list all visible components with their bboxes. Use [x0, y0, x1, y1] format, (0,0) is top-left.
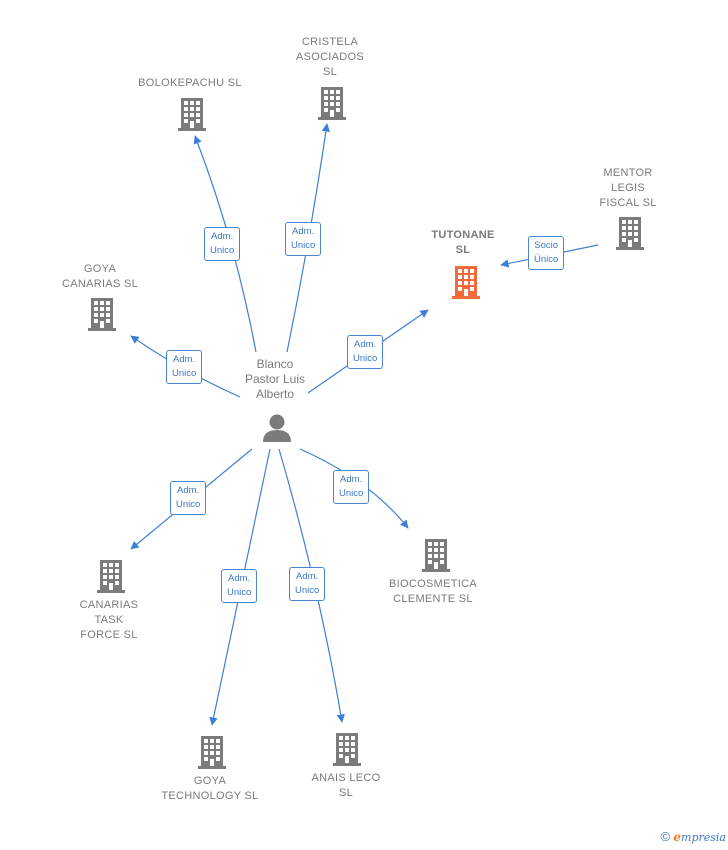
building-icon-goya-canarias	[88, 298, 116, 331]
person-icon	[263, 414, 291, 442]
edge-label-tutonane[interactable]: Adm. Unico	[347, 335, 384, 369]
company-label-bolokepachu[interactable]: BOLOKEPACHU SL	[138, 77, 242, 89]
company-label-biocosmetica[interactable]: BIOCOSMETICA CLEMENTE SL	[389, 578, 477, 605]
edge-label-cristela[interactable]: Adm. Unico	[285, 222, 322, 256]
company-label-tutonane[interactable]: TUTONANE SL	[431, 229, 495, 256]
brand-footer[interactable]: © empresia	[660, 829, 726, 844]
company-label-goya-tech[interactable]: GOYA TECHNOLOGY SL	[161, 775, 259, 802]
company-label-anais[interactable]: ANAIS LECO SL	[311, 772, 381, 799]
building-icon-bolokepachu	[178, 98, 206, 131]
edge-label-mentor-tutonane[interactable]: Socio Único	[528, 236, 565, 270]
brand-name: mpresia	[681, 831, 726, 844]
person-name[interactable]: Blanco Pastor Luis Alberto	[244, 357, 306, 401]
building-icon-biocosmetica	[422, 539, 450, 572]
building-icon-canarias-task	[97, 560, 125, 593]
building-icon-mentor	[616, 217, 644, 250]
edge-label-anais[interactable]: Adm. Unico	[289, 567, 326, 601]
edge-label-biocosmetica[interactable]: Adm. Unico	[333, 470, 370, 504]
building-icon-tutonane	[452, 266, 480, 299]
copyright-symbol: ©	[660, 829, 671, 844]
edge-label-canarias-task[interactable]: Adm. Unico	[170, 481, 207, 515]
brand-logo-letter: e	[673, 830, 682, 844]
building-icon-goya-tech	[198, 736, 226, 769]
building-icon-cristela	[318, 87, 346, 120]
edge-label-goya-tech[interactable]: Adm. Unico	[221, 569, 258, 603]
building-icon-anais	[333, 733, 361, 766]
edge-label-goya-canarias[interactable]: Adm. Unico	[166, 350, 203, 384]
company-label-cristela[interactable]: CRISTELA ASOCIADOS SL	[295, 36, 365, 78]
edge-label-bolokepachu[interactable]: Adm. Unico	[204, 227, 241, 261]
company-label-goya-canarias[interactable]: GOYA CANARIAS SL	[61, 263, 139, 290]
company-label-mentor[interactable]: MENTOR LEGIS FISCAL SL	[599, 167, 657, 209]
company-label-canarias-task[interactable]: CANARIAS TASK FORCE SL	[79, 599, 139, 641]
